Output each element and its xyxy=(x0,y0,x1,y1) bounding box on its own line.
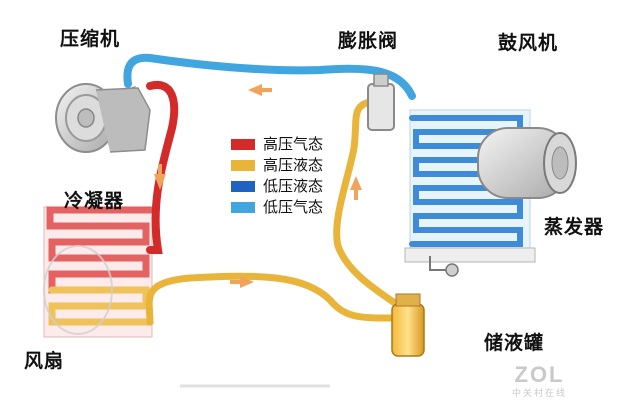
legend-item: 高压气态 xyxy=(231,134,323,155)
legend-label: 高压液态 xyxy=(263,156,324,174)
legend-swatch xyxy=(231,160,255,171)
legend-label: 低压液态 xyxy=(263,177,324,195)
high-pressure-liquid-line xyxy=(145,97,419,326)
fan-shape xyxy=(43,245,113,335)
arrow-left-top xyxy=(248,84,272,96)
compressor-label: 压缩机 xyxy=(60,28,121,50)
legend-label: 高压气态 xyxy=(263,135,324,153)
blower-label: 鼓风机 xyxy=(498,32,559,54)
condenser-coil xyxy=(46,206,154,326)
watermark-logo: ZOL xyxy=(514,362,565,387)
expansion-valve xyxy=(367,73,395,131)
low-pressure-gas-line xyxy=(123,53,416,100)
watermark-sub: 中关村在线 xyxy=(512,388,568,398)
receiver-drier-label: 储液罐 xyxy=(484,332,545,354)
blower xyxy=(477,127,577,199)
compressor xyxy=(55,83,151,153)
legend-label: 低压气态 xyxy=(263,198,324,216)
condenser-unit xyxy=(43,206,154,338)
arrow-right-bottom xyxy=(230,276,254,288)
legend: 高压气态 高压液态 低压液态 低压气态 xyxy=(231,134,323,218)
fan-label: 风扇 xyxy=(24,350,65,372)
legend-item: 低压液态 xyxy=(231,176,323,197)
legend-item: 高压液态 xyxy=(231,155,323,176)
legend-item: 低压气态 xyxy=(231,197,323,218)
high-pressure-gas-line xyxy=(146,80,179,254)
legend-swatch xyxy=(231,139,255,150)
legend-swatch xyxy=(231,202,255,213)
legend-swatch xyxy=(231,181,255,192)
arrow-down-red xyxy=(154,164,166,190)
receiver-drier xyxy=(391,293,425,357)
condenser-label: 冷凝器 xyxy=(64,190,125,212)
evaporator-label: 蒸发器 xyxy=(544,216,605,238)
watermark: ZOL 中关村在线 xyxy=(512,362,567,399)
arrow-up-yellow xyxy=(350,176,362,200)
expansion-valve-label: 膨胀阀 xyxy=(338,30,399,52)
